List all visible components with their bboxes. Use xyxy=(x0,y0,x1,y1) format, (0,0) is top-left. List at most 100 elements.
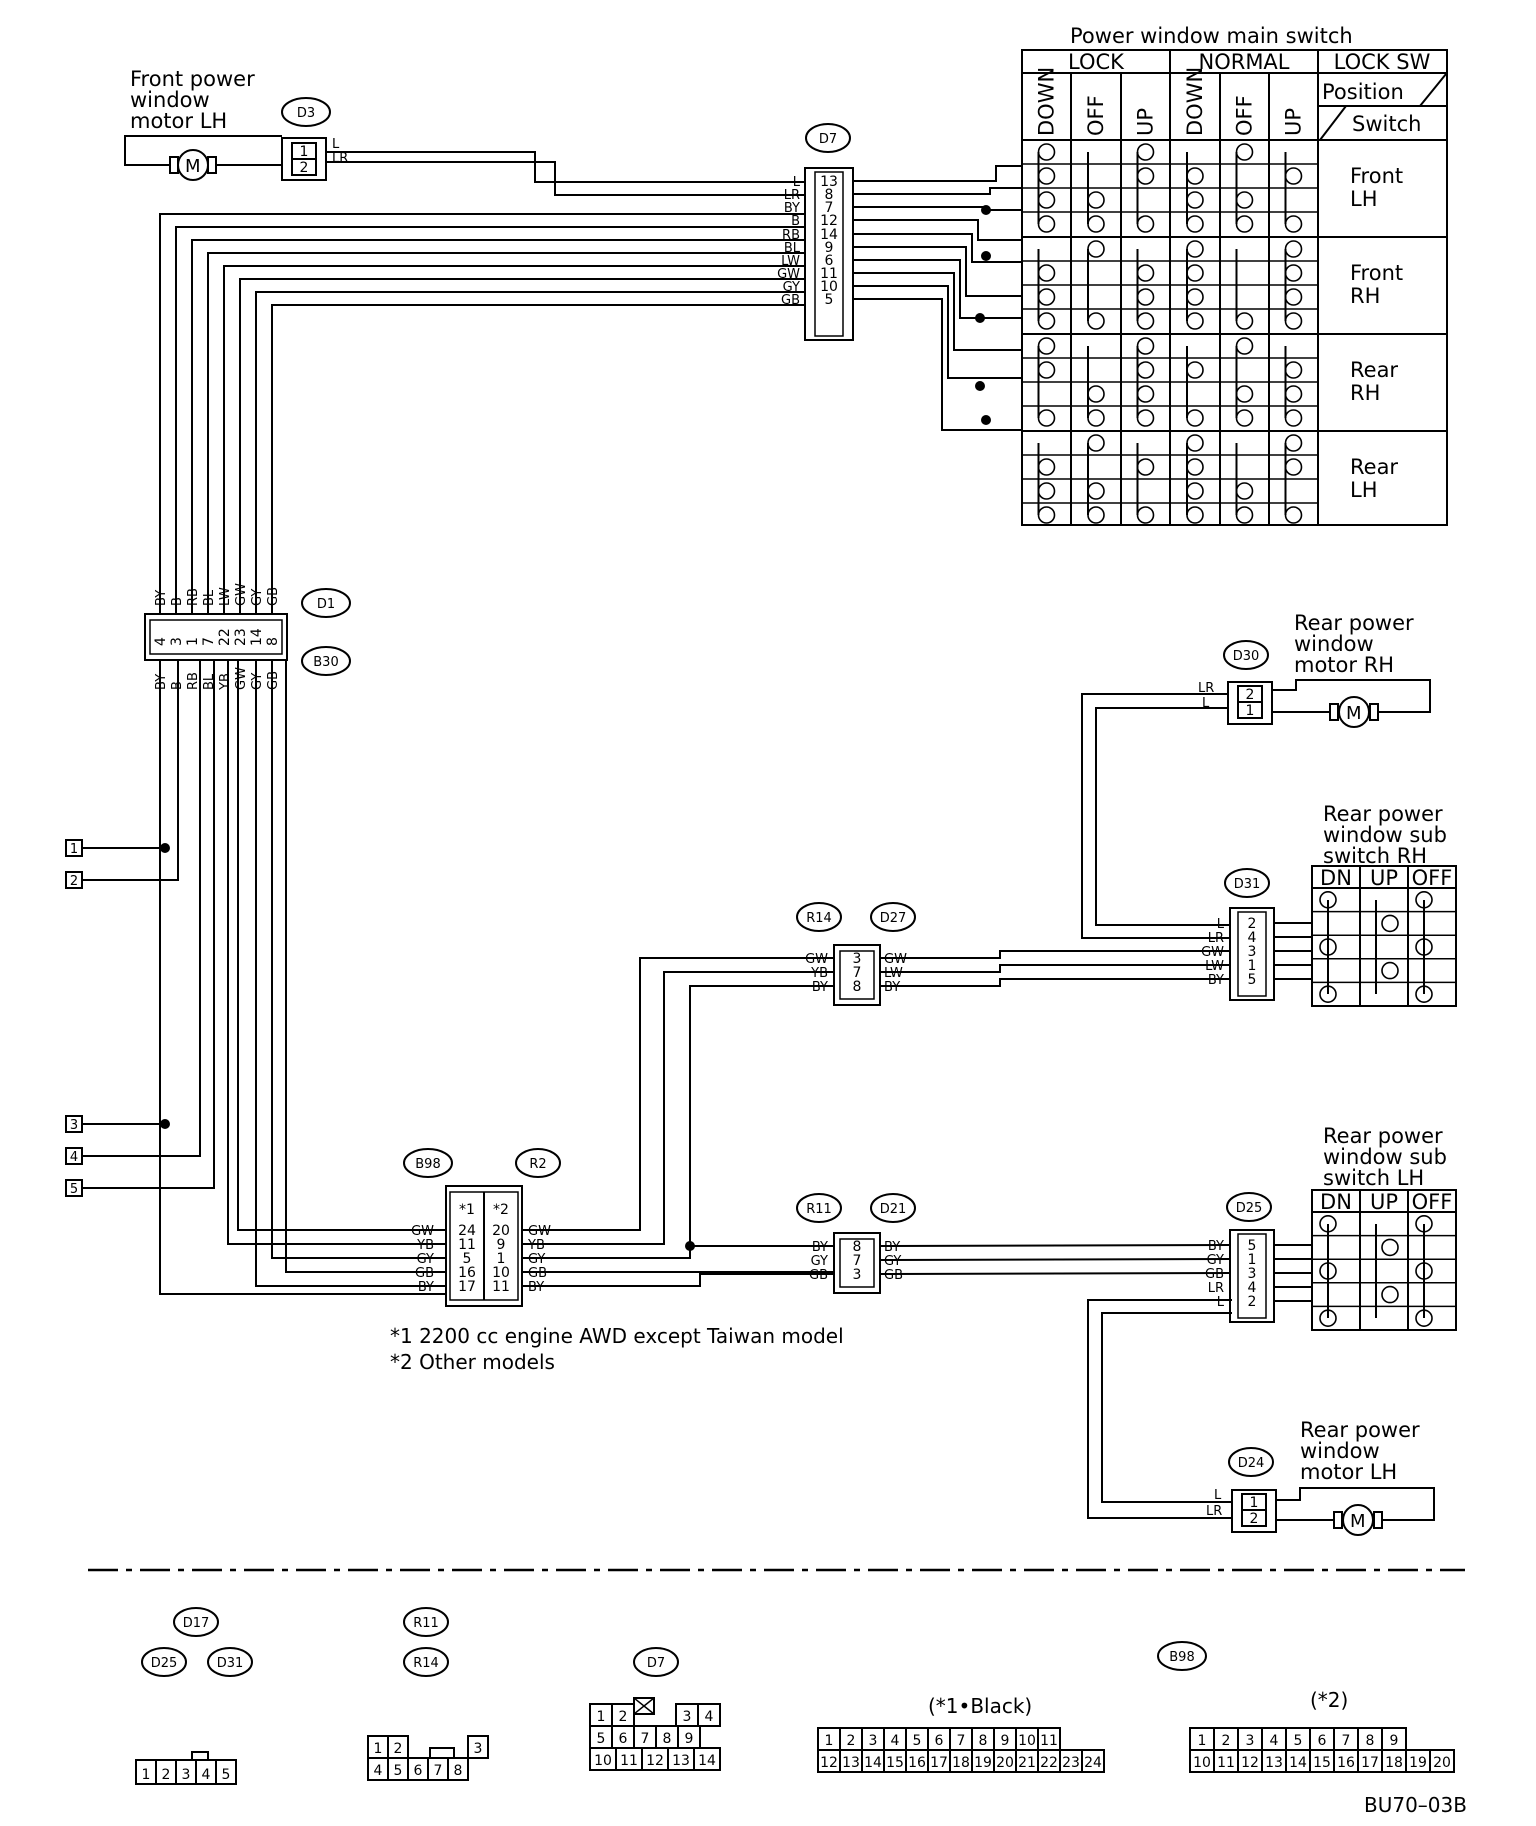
b30-wire-label: GW xyxy=(234,667,249,690)
svg-text:(*1•Black): (*1•Black) xyxy=(928,1694,1032,1718)
rear-lh-motor-label: Rear power window motor LH xyxy=(1300,1418,1420,1484)
legend-key xyxy=(429,1747,455,1759)
d1-pin-3: 3 xyxy=(169,637,185,646)
switch-contact xyxy=(1087,482,1105,500)
legend-d7-pin: 6 xyxy=(619,1731,628,1747)
legend-b98a-pin: 4 xyxy=(891,1733,900,1749)
legend-d17-pin: 4 xyxy=(202,1767,211,1783)
rear-lh-sub-label: Rear power window sub switch LH xyxy=(1323,1124,1447,1190)
svg-text:Rear power: Rear power xyxy=(1323,1124,1443,1148)
r11-left-label: BY xyxy=(812,1240,828,1255)
switch-contact xyxy=(1037,191,1056,209)
r11-left-label: GY xyxy=(811,1254,828,1269)
d25-wire-label: L xyxy=(1217,1295,1225,1310)
switch-contact xyxy=(1087,240,1105,258)
legend-b98b-pin: 16 xyxy=(1337,1755,1355,1771)
row-head: Front xyxy=(1350,164,1403,188)
b30-wire-label: RB xyxy=(186,672,201,690)
legend-b98a-pin: 6 xyxy=(935,1733,944,1749)
switch-contact xyxy=(1136,337,1155,355)
switch-contact xyxy=(1037,482,1056,500)
front-lh-motor-label: Front power window motor LH xyxy=(130,67,255,133)
harness-wire-up xyxy=(255,291,805,614)
switch-contact xyxy=(1284,409,1303,427)
legend-b98b-pin: 8 xyxy=(1366,1733,1375,1749)
d7-pin-13: 13 xyxy=(820,174,838,190)
svg-text:motor LH: motor LH xyxy=(130,109,227,133)
d25-pin-3: 3 xyxy=(1248,1266,1257,1282)
row-head: RH xyxy=(1350,284,1380,308)
junction-dot xyxy=(975,381,985,391)
switch-contact xyxy=(1235,191,1254,209)
column-head-up: UP xyxy=(1282,108,1306,136)
mid-wire xyxy=(879,1258,1231,1261)
b98-right-label: GY xyxy=(528,1252,545,1267)
b98-left-label: GB xyxy=(415,1266,434,1281)
junction-dot xyxy=(981,205,991,215)
switch-contact xyxy=(1087,215,1105,233)
column-head-up: UP xyxy=(1134,108,1158,136)
b98-pin: 17 xyxy=(458,1279,476,1295)
switch-contact xyxy=(1235,337,1254,355)
d1-pin-14: 14 xyxy=(249,628,265,646)
legend-b98b-pin: 1 xyxy=(1198,1733,1207,1749)
d7-pin-12: 12 xyxy=(820,213,838,229)
b98-head-2: *2 xyxy=(493,1202,509,1218)
junction-dot xyxy=(981,251,991,261)
legend-d7-pin: 1 xyxy=(597,1709,606,1725)
b98-pin: 11 xyxy=(458,1237,476,1253)
column-head-down: DOWN xyxy=(1035,67,1059,136)
trunk-wire xyxy=(285,660,446,1273)
sub-col-dn: DN xyxy=(1320,1190,1352,1214)
group-normal: NORMAL xyxy=(1198,50,1289,74)
svg-text:2: 2 xyxy=(1250,1511,1259,1527)
terminal-1: 1 xyxy=(70,842,78,857)
switch-contact xyxy=(1186,506,1204,524)
harness-wire-up xyxy=(223,265,805,614)
row-head: Rear xyxy=(1350,455,1398,479)
svg-text:2: 2 xyxy=(300,160,309,176)
r11-right-label: GY xyxy=(884,1254,901,1269)
legend-d7-pin: 3 xyxy=(683,1709,692,1725)
b98-pin: 16 xyxy=(458,1265,476,1281)
d7-wire-label: B xyxy=(791,214,800,229)
b98-pin: 24 xyxy=(458,1223,476,1239)
legend-d7-pin: 4 xyxy=(705,1709,714,1725)
r14-right-label: GW xyxy=(884,952,907,967)
r14-left-label: GW xyxy=(805,952,828,967)
svg-text:1: 1 xyxy=(1246,703,1255,719)
legend-b98a-pin: 16 xyxy=(908,1755,926,1771)
d7-pin-6: 6 xyxy=(825,253,834,269)
d1-wire-label: GY xyxy=(250,589,265,606)
switch-contact xyxy=(1186,264,1204,282)
d7-to-switch-wire xyxy=(853,246,1022,297)
d1-pin-22: 22 xyxy=(217,628,233,646)
d31-wire-label: LW xyxy=(1205,959,1224,974)
r14-right-label: LW xyxy=(884,966,903,981)
d31-wire-label: BY xyxy=(1208,973,1224,988)
sub-contact xyxy=(1381,1238,1399,1257)
legend-b98b-pin: 9 xyxy=(1390,1733,1399,1749)
d25-pin-1: 1 xyxy=(1248,1252,1257,1268)
switch-contact xyxy=(1037,409,1056,427)
d1-pin-4: 4 xyxy=(153,637,169,646)
switch-contact xyxy=(1037,215,1056,233)
svg-text:(*2): (*2) xyxy=(1310,1688,1348,1712)
switch-contact xyxy=(1186,434,1204,452)
d1-wire-label: BY xyxy=(154,590,169,606)
b98-pin: 11 xyxy=(492,1279,510,1295)
svg-text:LR: LR xyxy=(1206,1504,1222,1519)
legend-b98a-pin: 9 xyxy=(1001,1733,1010,1749)
switch-contact xyxy=(1136,288,1155,306)
mid-wire xyxy=(522,985,834,1259)
switch-contact xyxy=(1284,264,1303,282)
legend-b98a-pin: 21 xyxy=(1018,1755,1036,1771)
svg-text:R2: R2 xyxy=(529,1157,546,1172)
svg-text:motor RH: motor RH xyxy=(1294,653,1394,677)
svg-text:BU70–03B: BU70–03B xyxy=(1364,1793,1467,1817)
switch-contact xyxy=(1037,312,1056,330)
legend-r11-pin: 4 xyxy=(374,1763,383,1779)
switch-contact xyxy=(1037,264,1056,282)
legend-b98b-pin: 6 xyxy=(1318,1733,1327,1749)
